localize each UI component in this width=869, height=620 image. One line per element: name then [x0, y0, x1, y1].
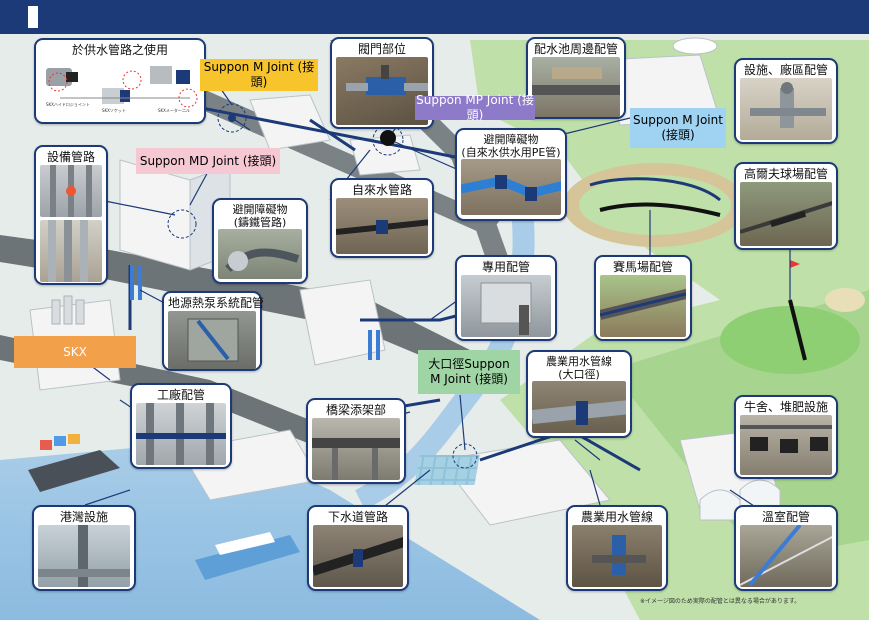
header-bar	[0, 0, 869, 34]
tag-suppon-m-joint: Suppon M Joint (接頭)	[200, 59, 318, 91]
racecourse-photo	[600, 275, 686, 337]
card-avoid-cast: 避開障礙物 (鑄鐵管路)	[212, 198, 308, 284]
card-avoid-pe: 避開障礙物 (自來水供水用PE管)	[455, 128, 567, 221]
tag-suppon-md-joint: Suppon MD Joint (接頭)	[136, 148, 280, 174]
card-cattle: 牛舍、堆肥設施	[734, 395, 838, 479]
card-tap-water: 自來水管路	[330, 178, 434, 258]
part-label-3: SKXメーター二ル	[158, 108, 190, 113]
cattle-photo	[740, 415, 832, 475]
card-golf: 高爾夫球場配管	[734, 162, 838, 250]
card-title: 避開障礙物	[483, 133, 539, 146]
card-agri: 農業用水管線	[566, 505, 668, 591]
agri-large-photo	[532, 381, 626, 433]
greenhouses	[699, 479, 781, 521]
card-title: 高爾夫球場配管	[743, 167, 828, 181]
ferry	[195, 532, 300, 580]
card-title: 設施、廠區配管	[743, 63, 828, 77]
card-title: 配水池周邊配管	[533, 42, 618, 56]
card-factory: 工廠配管	[130, 383, 232, 469]
card-title: 橋梁添架部	[325, 403, 386, 417]
part-label-1: SKXハイドロジョイント	[46, 102, 90, 107]
card-racecourse: 賽馬場配管	[594, 255, 692, 341]
cast-pipe-photo	[218, 229, 302, 279]
pe-pipe-photo	[461, 159, 561, 215]
card-title: 工廠配管	[156, 388, 205, 402]
card-geothermal: 地源熱泵系統配管	[162, 291, 265, 371]
card-subtitle: (鑄鐵管路)	[233, 216, 287, 229]
tag-suppon-mp-joint: Suppon MP Joint (接頭)	[415, 93, 535, 122]
golf-green	[720, 306, 860, 374]
card-title: 農業用水管線	[580, 510, 653, 524]
card-sewer: 下水道管路	[307, 505, 409, 591]
card-water-supply: 於供水管路之使用 SKXハイドロジョイント SKXソケット SKXメーター二ル	[34, 38, 206, 124]
card-title: 地源熱泵系統配管	[168, 296, 265, 310]
card-title: 專用配管	[481, 260, 530, 274]
factory-photo	[136, 403, 226, 465]
valve-photo	[336, 57, 428, 125]
greenhouse-photo	[740, 525, 832, 587]
card-title: 設備管路	[46, 150, 95, 164]
card-facility: 設施、廠區配管	[734, 58, 838, 144]
card-title: 賽馬場配管	[612, 260, 673, 274]
facility-photo	[740, 78, 832, 140]
card-title: 於供水管路之使用	[71, 43, 168, 57]
card-title: 農業用水管線	[546, 355, 612, 368]
tag-skx: SKX	[14, 336, 136, 368]
card-reservoir: 配水池周邊配管	[526, 37, 626, 119]
card-title: 溫室配管	[761, 510, 810, 524]
header-marker	[28, 6, 38, 28]
card-bridge: 橋梁添架部	[306, 398, 406, 484]
card-dedicated: 專用配管	[455, 255, 557, 341]
port-photo	[38, 525, 130, 587]
card-greenhouse: 溫室配管	[734, 505, 838, 591]
geothermal-photo	[168, 311, 256, 369]
tag-large-suppon-m-joint: 大口徑Suppon M Joint (接頭)	[418, 350, 520, 394]
tag-suppon-m-joint-2: Suppon M Joint (接頭)	[630, 108, 726, 148]
card-title: 牛舍、堆肥設施	[743, 400, 828, 414]
equipment-photo-2	[40, 220, 102, 282]
card-title: 港灣設施	[59, 510, 108, 524]
parts-photo: SKXハイドロジョイント SKXソケット SKXメーター二ル	[40, 58, 200, 118]
card-title: 閥門部位	[357, 42, 406, 56]
part-label-2: SKXソケット	[102, 108, 126, 113]
card-agri-large: 農業用水管線 (大口徑)	[526, 350, 632, 438]
card-subtitle: (大口徑)	[558, 368, 600, 381]
bridge-photo	[312, 418, 400, 480]
card-equipment: 設備管路	[34, 145, 108, 285]
buildings	[29, 54, 781, 526]
ship	[28, 434, 120, 492]
card-title: 下水道管路	[327, 510, 388, 524]
card-port: 港灣設施	[32, 505, 136, 591]
tap-water-photo	[336, 198, 428, 254]
sewer-photo	[313, 525, 403, 587]
golf-photo	[740, 182, 832, 246]
reservoir-photo	[532, 57, 620, 117]
agri-photo	[572, 525, 662, 587]
footnote: ※イメージ図のため実際の配管とは異なる場合があります。	[640, 598, 801, 605]
joint-markers	[167, 103, 478, 469]
card-title: 自來水管路	[351, 183, 412, 197]
card-subtitle: (自來水供水用PE管)	[461, 146, 561, 159]
card-title: 避開障礙物	[232, 203, 288, 216]
dedicated-photo	[461, 275, 551, 337]
equipment-photo-1	[40, 165, 102, 217]
